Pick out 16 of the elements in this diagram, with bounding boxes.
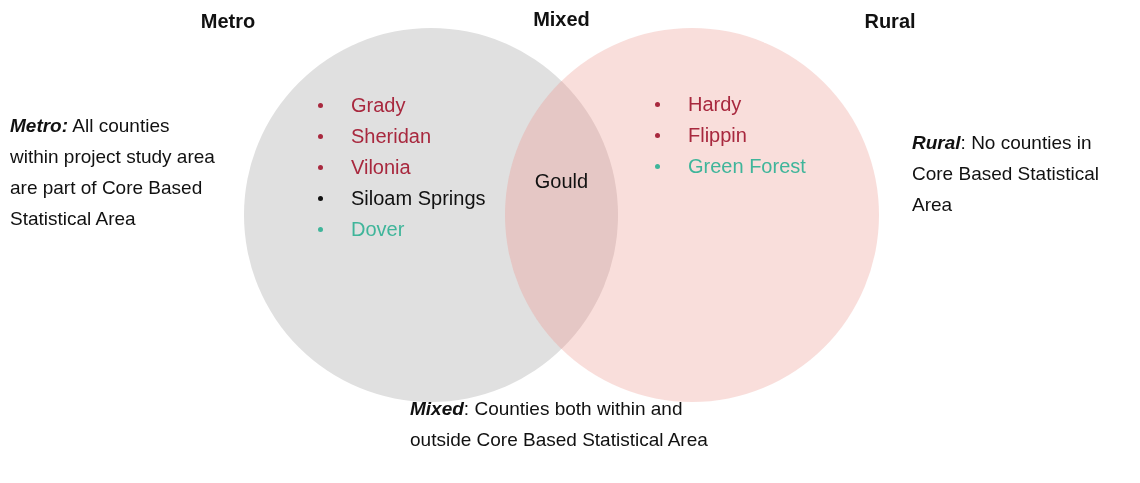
county-name: Dover bbox=[318, 214, 486, 245]
county-name: Sheridan bbox=[318, 121, 486, 152]
set-heading: Metro bbox=[200, 10, 256, 33]
definition-note: Mixed: Counties both within and outside Core Based Statistical Area bbox=[410, 397, 709, 452]
county-name: Flippin bbox=[655, 120, 806, 151]
definition-note: Metro: All counties within project study area are part of Core Based Statistical Area bbox=[10, 114, 216, 231]
set-heading: Mixed bbox=[533, 8, 590, 31]
county-name: Gould bbox=[534, 170, 589, 193]
county-name: Vilonia bbox=[318, 152, 486, 183]
set-heading: Rural bbox=[864, 10, 916, 33]
county-name: Grady bbox=[318, 90, 486, 121]
definition-note: Rural: No counties in Core Based Statistical Area bbox=[912, 131, 1100, 217]
county-name: Green Forest bbox=[655, 151, 806, 182]
overlap-region bbox=[505, 81, 618, 349]
county-name: Hardy bbox=[655, 89, 806, 120]
county-name: Siloam Springs bbox=[318, 183, 486, 214]
